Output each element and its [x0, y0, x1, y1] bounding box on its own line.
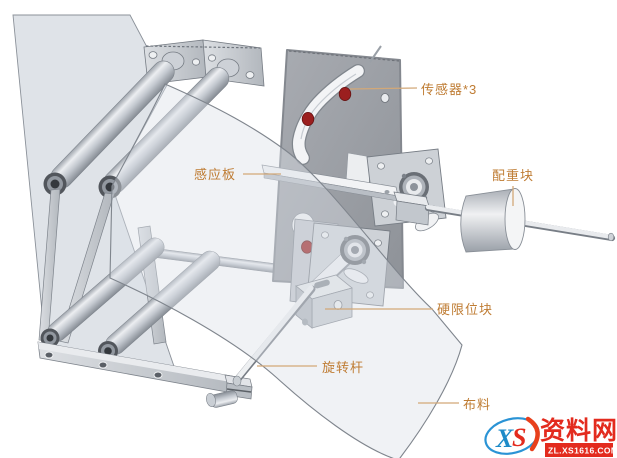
label-fabric: 布料	[418, 397, 491, 412]
label-counterweight-text: 配重块	[492, 168, 534, 183]
fabric-sheet-drape	[109, 83, 463, 458]
label-hard-limit-text: 硬限位块	[437, 302, 493, 317]
watermark-logo-x: X	[495, 424, 514, 453]
label-hard-limit: 硬限位块	[325, 302, 493, 317]
label-induction-plate: 感应板	[194, 167, 281, 182]
rod-end-cap	[607, 232, 615, 242]
plate-hole	[380, 93, 390, 103]
frame-pin	[206, 390, 238, 408]
clamp-block	[393, 191, 430, 226]
watermark-oval-red-arc	[525, 416, 540, 452]
watermark-site-name: 资料网	[540, 417, 617, 445]
watermark: X S 资料网 ZL.XS1616.COM	[484, 416, 617, 457]
label-rotating-rod: 旋转杆	[257, 360, 364, 375]
sensor-dot-2	[301, 112, 315, 127]
top-roller-1	[43, 60, 175, 196]
lever-paddle-2	[343, 268, 369, 284]
sensor-dot-1	[338, 87, 352, 102]
watermark-site-url: ZL.XS1616.COM	[548, 446, 617, 456]
watermark-logo-s: S	[512, 423, 526, 452]
label-sensor: 传感器*3	[349, 82, 477, 97]
frame-bar	[37, 341, 253, 408]
plate-top-pin	[369, 45, 382, 63]
frame-bar-holes	[44, 351, 163, 379]
label-fabric-text: 布料	[463, 397, 491, 412]
label-counterweight: 配重块	[492, 168, 534, 206]
rotating-rod	[232, 285, 316, 387]
counterweight	[460, 188, 526, 253]
lower-roller-1	[40, 237, 165, 348]
label-sensor-text: 传感器*3	[421, 82, 477, 97]
watermark-url-strip	[545, 443, 613, 457]
label-induction-plate-text: 感应板	[194, 167, 236, 182]
label-rotating-rod-text: 旋转杆	[322, 360, 364, 375]
